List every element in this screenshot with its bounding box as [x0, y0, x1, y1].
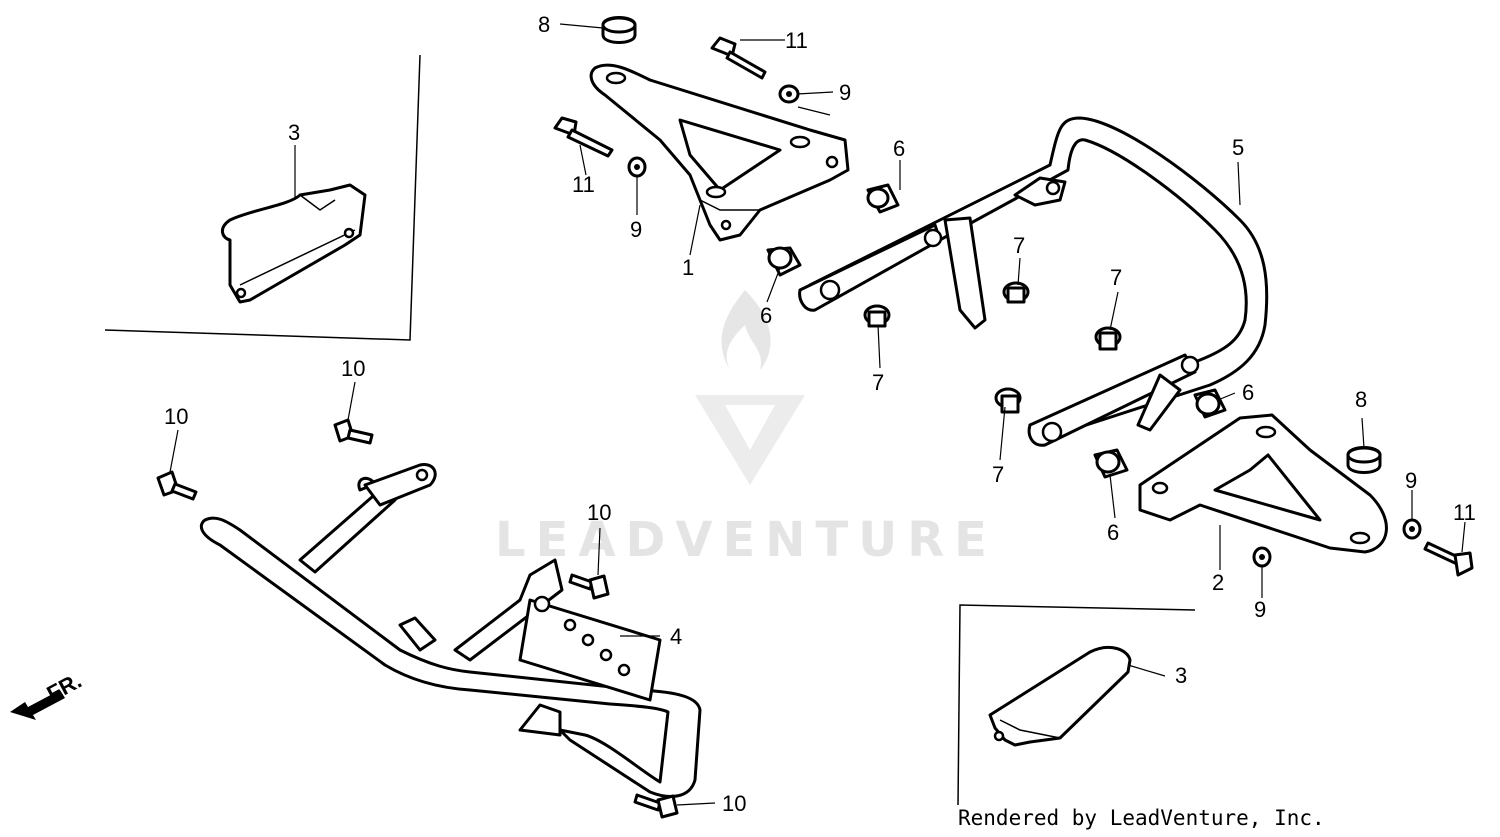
- front-direction-arrow-icon: FR.: [10, 668, 86, 720]
- bracket-part-1: [589, 63, 850, 242]
- bolt-11-right: [1423, 541, 1474, 577]
- callout-7: 7: [872, 370, 884, 395]
- callout-9: 9: [630, 217, 642, 242]
- washer-9-d: [1252, 546, 1272, 568]
- washer-9-a: [778, 84, 800, 104]
- collar-7-d: [994, 387, 1022, 414]
- inset-frame-right: [957, 604, 1196, 806]
- callout-6: 6: [760, 303, 772, 328]
- callout-1: 1: [682, 255, 694, 280]
- bolt-10-b: [156, 470, 198, 501]
- callout-10: 10: [164, 404, 188, 429]
- callout-10: 10: [587, 500, 611, 525]
- callout-9: 9: [1405, 468, 1417, 493]
- cap-8-top: [601, 16, 637, 44]
- grommet-6-b: [766, 246, 802, 277]
- bolt-10-a: [333, 418, 374, 445]
- callout-11: 11: [1453, 500, 1476, 525]
- collar-7-c: [1094, 326, 1122, 351]
- callout-9: 9: [1254, 597, 1266, 622]
- bolt-11-top: [710, 36, 767, 80]
- callout-6: 6: [893, 136, 905, 161]
- callout-2: 2: [1212, 570, 1224, 595]
- callout-11: 11: [572, 172, 595, 197]
- watermark-logo: LEADVENTURE: [495, 290, 997, 568]
- callout-labels: 8 11 9 11 9 1 6 6 7 7 7 5 6 7 6 2 8 9 11…: [164, 12, 1476, 816]
- cover-part-3-left: [221, 183, 367, 304]
- grommet-6-d: [1093, 448, 1129, 479]
- callout-6: 6: [1107, 520, 1119, 545]
- callout-6: 6: [1242, 380, 1254, 405]
- callout-11: 11: [785, 28, 808, 53]
- cover-part-3-right: [988, 646, 1132, 747]
- leader-lines: [169, 23, 1466, 806]
- collar-7-b: [863, 304, 891, 328]
- callout-7: 7: [1110, 265, 1122, 290]
- callout-5: 5: [1232, 135, 1244, 160]
- callout-8: 8: [538, 12, 550, 37]
- bracket-part-2: [1138, 413, 1388, 554]
- watermark-text: LEADVENTURE: [495, 512, 997, 568]
- callout-8: 8: [1355, 387, 1367, 412]
- callout-9: 9: [839, 80, 851, 105]
- grab-bar-part-5: [798, 116, 1269, 447]
- inset-frame-left: [104, 54, 421, 341]
- grommet-6-a: [866, 183, 900, 214]
- render-credit: Rendered by LeadVenture, Inc.: [958, 806, 1325, 830]
- bolt-10-c: [568, 573, 610, 600]
- front-guard-part-4: [199, 463, 702, 798]
- collar-7-a: [1002, 281, 1030, 304]
- washer-9-b: [627, 156, 647, 178]
- grommet-6-c: [1193, 388, 1227, 419]
- callout-10: 10: [341, 356, 365, 381]
- callout-3: 3: [288, 120, 300, 145]
- callout-7: 7: [1013, 233, 1025, 258]
- callout-10: 10: [722, 791, 746, 816]
- washer-9-c: [1402, 518, 1422, 540]
- cap-8-right: [1346, 446, 1382, 474]
- bolt-10-d: [633, 793, 679, 819]
- bolt-11-left: [553, 116, 614, 158]
- callout-4: 4: [670, 624, 682, 649]
- callout-7: 7: [992, 462, 1004, 487]
- callout-3: 3: [1175, 663, 1187, 688]
